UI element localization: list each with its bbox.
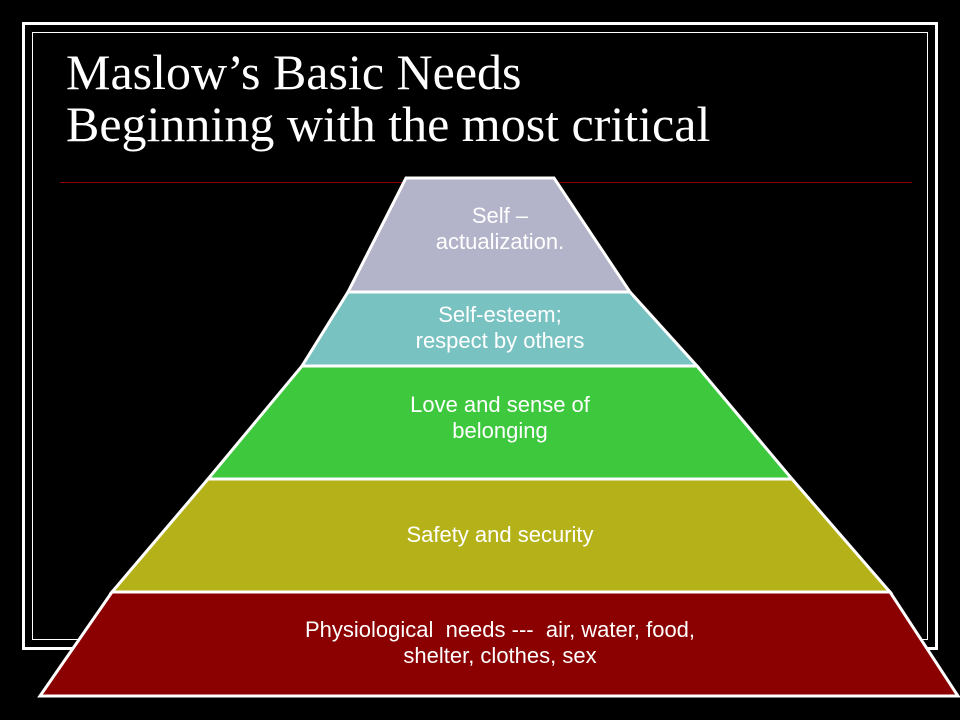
tier-label-line: Self – <box>471 203 529 228</box>
tier-label-line: shelter, clothes, sex <box>403 643 597 668</box>
tier-label-self-esteem: Self-esteem; respect by others <box>340 302 660 354</box>
tier-label-line: actualization. <box>435 229 565 254</box>
tier-label-line: Self-esteem; <box>438 302 562 327</box>
tier-label-line: belonging <box>452 418 548 443</box>
title-line-1: Maslow’s Basic Needs <box>66 44 522 100</box>
tier-label-love-belonging: Love and sense of belonging <box>320 392 680 444</box>
tier-label-line: Safety and security <box>406 522 594 547</box>
slide-title: Maslow’s Basic Needs Beginning with the … <box>66 46 926 150</box>
title-line-2: Beginning with the most critical <box>66 96 711 152</box>
tier-label-line: Love and sense of <box>410 392 590 417</box>
tier-label-physiological: Physiological needs --- air, water, food… <box>180 617 820 669</box>
tier-label-line: Physiological needs --- air, water, food… <box>304 617 696 642</box>
tier-label-self-actualization: Self – actualization. <box>380 203 620 255</box>
tier-label-safety: Safety and security <box>300 522 700 548</box>
tier-label-line: respect by others <box>415 328 585 353</box>
pyramid-tier-physiological <box>37 590 960 698</box>
